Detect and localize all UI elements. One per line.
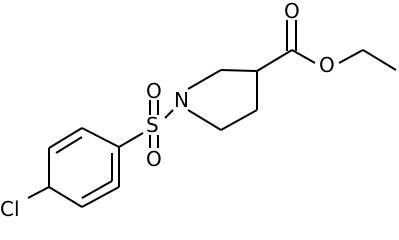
bond-n-c2 [187, 69, 222, 90]
bond-ar-5-6 [81, 186, 120, 208]
bond-carboxyl-o [291, 49, 316, 64]
bond-ar-1-2 [81, 127, 120, 148]
bond-c4-carboxyl [256, 49, 293, 72]
bond-ar-4-5 [48, 186, 83, 208]
atom-label-oxygen-carbonyl: O [284, 0, 300, 23]
sulfonyl-group: S O O [118, 79, 174, 171]
bond-c5-c6 [187, 109, 222, 131]
bond-c4-c5 [220, 109, 258, 131]
atom-label-chlorine: Cl [0, 197, 20, 218]
atom-label-nitrogen: N [174, 88, 189, 112]
bond-ar-inner-b [81, 180, 113, 199]
bond-ar-inner-a [55, 136, 83, 154]
bond-c2-c3 [220, 69, 258, 72]
bond-o-ch2 [338, 49, 364, 64]
ethyl-ester-group: O O [256, 0, 397, 77]
atom-label-sulfur: S [146, 113, 159, 137]
bond-ar-2-3 [48, 127, 83, 149]
molecule-diagram: O O N S O O Cl [0, 0, 397, 218]
bond-ch2-ch3 [362, 49, 397, 71]
atom-label-oxygen-ester: O [319, 53, 335, 77]
piperidine-ring: N [174, 69, 258, 131]
bond-s-aryl [118, 132, 144, 148]
chlorophenyl-ring: Cl [0, 127, 120, 218]
bond-ar-cl [27, 186, 50, 199]
atom-label-oxygen-sulfonyl-bottom: O [146, 147, 162, 171]
bond-n-s [164, 109, 174, 119]
atom-label-oxygen-sulfonyl-top: O [146, 79, 162, 103]
